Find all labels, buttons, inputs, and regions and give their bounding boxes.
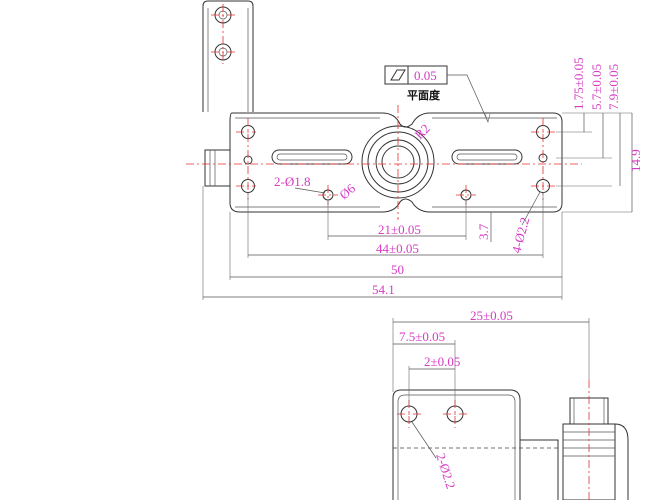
dim-54-1: 54.1 (372, 282, 395, 297)
dim-7-9: 7.9±0.05 (606, 64, 621, 110)
dim-21: 21±0.05 (378, 222, 421, 237)
dim-14-9: 14.9 (628, 149, 643, 172)
dim-3-7: 3.7 (476, 223, 491, 240)
top-view: 0.05 平面度 R2 1.75±0.05 5.7±0.05 7.9±0.05 … (186, 0, 643, 300)
vertical-arm-outline (202, 0, 254, 112)
dim-2: 2±0.05 (424, 354, 460, 369)
dim-44: 44±0.05 (376, 241, 419, 256)
left-slot (271, 149, 353, 165)
right-slot (451, 149, 523, 165)
bore-label: Ø6 (336, 180, 358, 202)
small-holes-label: 2-Ø1.8 (274, 174, 310, 189)
side-plate-outline (392, 389, 521, 500)
flatness-symbol-icon (390, 69, 406, 81)
dim-50: 50 (391, 262, 404, 277)
dim-7-5: 7.5±0.05 (399, 329, 445, 344)
main-plate-outline (229, 112, 563, 213)
side-holes-label: 2-Ø2.2 (433, 451, 459, 490)
dim-5-7: 5.7±0.05 (589, 64, 604, 110)
left-pin-stub (204, 149, 231, 187)
dim-1-75: 1.75±0.05 (571, 57, 586, 110)
side-view: 25±0.05 7.5±0.05 2±0.05 2-Ø2.2 (392, 308, 629, 500)
dim-25: 25±0.05 (470, 308, 513, 323)
corner-holes-label: 4-Ø2.2 (508, 216, 532, 255)
radius-label: R2 (412, 121, 433, 142)
flatness-value: 0.05 (414, 68, 437, 83)
flatness-note: 平面度 (407, 88, 441, 102)
